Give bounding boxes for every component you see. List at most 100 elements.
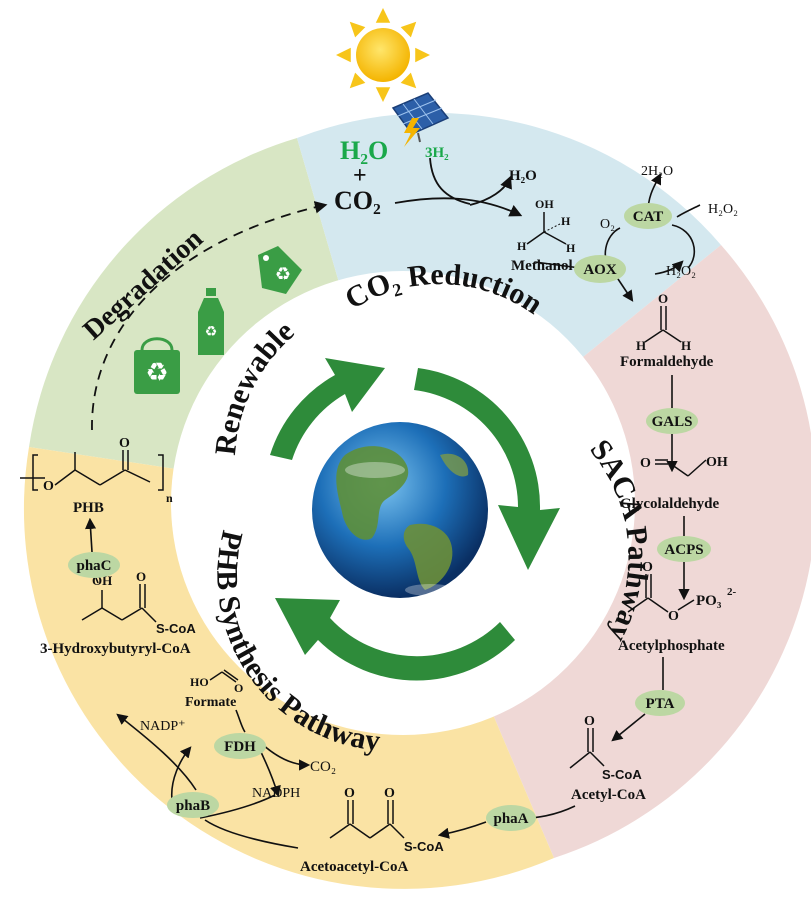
cycle-arrow-right <box>414 368 560 570</box>
phaa-label: phaA <box>493 811 528 827</box>
cycle-arrow-bottom <box>275 598 515 681</box>
formaldehyde-h1: H <box>636 338 646 353</box>
phac-enzyme[interactable]: phaC <box>68 552 120 578</box>
methanol-h3: H <box>561 214 571 228</box>
fdh-enzyme[interactable]: FDH <box>214 733 266 759</box>
fdh-label: FDH <box>224 739 256 755</box>
methanol-label: Methanol <box>511 258 573 274</box>
methanol-h1: H <box>517 239 527 253</box>
methanol-structure: OH H H H Methanol <box>511 197 576 274</box>
phac-arrow <box>84 517 97 553</box>
inputs: H₂O + CO₂ 3H₂ <box>334 136 449 215</box>
sun-ray <box>375 87 391 102</box>
earth-globe-icon <box>312 422 488 598</box>
acps-label: ACPS <box>664 542 703 558</box>
acetyl-coa-structure <box>569 728 605 769</box>
h2o-input-label: H₂O <box>340 136 388 165</box>
acetylphosphate-po3: PO₃ <box>696 593 722 609</box>
hydroxybutyryl-coa-structure <box>81 584 157 623</box>
glycolaldehyde-oh: OH <box>706 455 728 470</box>
co2-output-label: CO₂ <box>310 759 336 775</box>
formate-ho: HO <box>190 675 209 689</box>
methanol-h2: H <box>566 241 576 255</box>
phaa-arrow <box>437 821 487 839</box>
acetylphosphate-charge: 2- <box>727 586 737 598</box>
sun-ray <box>336 47 351 63</box>
two-h2o-label: 2H₂O <box>641 164 673 179</box>
acetyl-coa-o: O <box>584 714 595 729</box>
sun-icon <box>336 8 430 102</box>
svg-text:♻: ♻ <box>275 264 291 284</box>
co2-to-methanol-arrow <box>394 157 523 217</box>
nadp-label: NADP⁺ <box>140 719 186 734</box>
sun-ray <box>375 8 391 23</box>
pta-arrow <box>611 713 646 742</box>
cofactor-cycle <box>116 709 311 849</box>
acetylphosphate-o2: O <box>668 609 679 624</box>
cycle-arrow-top <box>270 358 385 460</box>
nadph-label: NADPH <box>252 786 300 801</box>
aox-label: AOX <box>583 262 617 278</box>
svg-text:♻: ♻ <box>145 357 168 387</box>
formate-structure <box>209 669 239 683</box>
methanol-oh: OH <box>535 197 554 211</box>
sun-ray <box>400 21 417 38</box>
acetyl-coa-label: Acetyl-CoA <box>571 787 646 803</box>
sun-ray <box>349 72 366 89</box>
sun-ray <box>415 47 430 63</box>
svg-text:♻: ♻ <box>205 323 218 339</box>
phac-label: phaC <box>76 558 111 574</box>
o2-label: O₂ <box>600 217 615 232</box>
formaldehyde-label: Formaldehyde <box>620 354 714 370</box>
acps-enzyme[interactable]: ACPS <box>657 536 711 562</box>
solar-panel-icon <box>391 92 450 143</box>
phb-o2: O <box>119 436 130 451</box>
h2o2-input-label: H₂O₂ <box>708 202 738 217</box>
aox-enzyme[interactable]: AOX <box>574 255 626 283</box>
acetylphosphate-structure <box>627 574 695 613</box>
sun-ray <box>349 21 366 38</box>
phb-structure <box>20 450 164 491</box>
co2-input-label: CO₂ <box>334 186 381 215</box>
lightning-icon <box>404 118 420 147</box>
glycolaldehyde-structure <box>655 459 707 477</box>
acetoacetyl-coa-structure <box>329 800 405 839</box>
phb-o1: O <box>43 479 54 494</box>
acetoacetyl-coa-label: Acetoacetyl-CoA <box>300 859 408 875</box>
sun-ray <box>400 72 417 89</box>
acetoacetyl-o1: O <box>344 786 355 801</box>
phab-enzyme[interactable]: phaB <box>167 792 219 818</box>
formaldehyde-h2: H <box>681 338 691 353</box>
acetylphosphate-o1: O <box>642 560 653 575</box>
gals-label: GALS <box>652 414 693 430</box>
acetoacetyl-o2: O <box>384 786 395 801</box>
formate-o: O <box>234 681 243 695</box>
pta-enzyme[interactable]: PTA <box>635 690 685 716</box>
hb-phac-line <box>95 577 99 584</box>
phb-label: PHB <box>73 500 104 516</box>
formaldehyde-structure <box>644 306 682 343</box>
acetylphosphate-label: Acetylphosphate <box>618 638 725 654</box>
cycle-arrows <box>270 358 560 681</box>
hb-o: O <box>136 569 146 584</box>
glycolaldehyde-label: Glycolaldehyde <box>620 496 720 512</box>
plastic-bottle-icon: ♻ <box>198 288 224 355</box>
h2o-output-label: H₂O <box>509 168 537 184</box>
phaa-enzyme[interactable]: phaA <box>486 805 536 831</box>
hydroxybutyryl-coa-label: 3-Hydroxybutyryl-CoA <box>40 641 191 657</box>
degradation-arrow <box>91 201 328 431</box>
hb-scoa: S-CoA <box>156 621 196 636</box>
cat-label: CAT <box>633 209 664 225</box>
h2o2-output-label: H₂O₂ <box>666 264 696 279</box>
cat-enzyme[interactable]: CAT <box>624 203 672 229</box>
recycle-tag-icon: ♻ <box>258 246 302 294</box>
gals-enzyme[interactable]: GALS <box>646 408 698 434</box>
formaldehyde-o: O <box>658 291 668 306</box>
formate-label: Formate <box>185 695 236 710</box>
phab-label: phaB <box>176 798 210 814</box>
glycolaldehyde-o: O <box>640 456 651 471</box>
acetyl-coa-scoa: S-CoA <box>602 767 642 782</box>
plus-label: + <box>353 163 367 189</box>
